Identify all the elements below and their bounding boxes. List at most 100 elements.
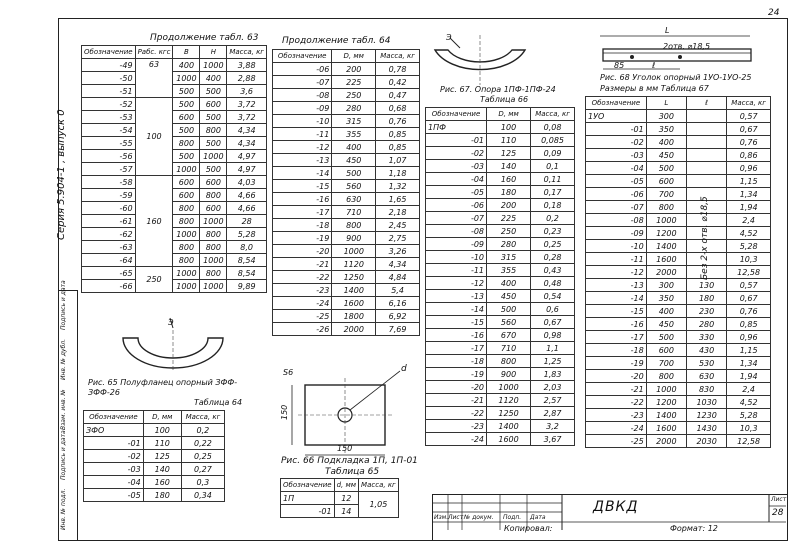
- plate-width-dim: 150: [337, 444, 353, 453]
- table-cell: 230: [685, 304, 728, 318]
- table-cell: 900: [486, 367, 532, 381]
- table-cell: -10: [424, 250, 488, 264]
- title-block: [432, 494, 788, 541]
- footer-doc: № докум.: [464, 514, 494, 521]
- table-cell: 0,57: [726, 278, 771, 292]
- fig66-caption: Рис. 66 Подкладка 1П, 1П-01: [281, 456, 418, 466]
- table-cell: -09: [585, 226, 647, 240]
- table-cell: -05: [585, 174, 647, 188]
- table-cell: 4,34: [375, 257, 420, 271]
- view-label-2: Э: [446, 33, 452, 42]
- table-cell: 0,96: [726, 161, 771, 175]
- table-cell: -11: [424, 263, 488, 277]
- table-cell: -09: [271, 101, 333, 115]
- footer-list: Лист: [448, 514, 464, 521]
- table-cell: 0,78: [375, 62, 420, 76]
- table-cell: 800: [331, 218, 377, 232]
- left-strip: [58, 290, 78, 541]
- table-cell: -02: [585, 135, 647, 149]
- table-cell: 180: [486, 185, 532, 199]
- table-cell: -15: [424, 315, 488, 329]
- table-cell: 0,85: [375, 127, 420, 141]
- table-cell: -18: [424, 354, 488, 368]
- table-cell: 670: [486, 328, 532, 342]
- table-cell: 0,67: [726, 291, 771, 305]
- sheet-label: Лист: [771, 496, 787, 503]
- table-cell: 1000: [486, 380, 532, 394]
- half-flange-drawing: [122, 317, 224, 370]
- t66-caption: Таблица 66: [480, 95, 529, 104]
- t64b-caption: Таблица 64: [194, 398, 243, 407]
- table-cell: 100: [486, 120, 532, 134]
- t65-caption: Таблица 65: [325, 467, 380, 477]
- table-cell: -16: [424, 328, 488, 342]
- table-cell: -24: [424, 432, 488, 446]
- table-cell: -17: [271, 205, 333, 219]
- table-cell: 0,1: [530, 159, 575, 173]
- table-cell: -08: [271, 88, 333, 102]
- table-cell: -03: [424, 159, 488, 173]
- table-cell: 0,48: [530, 276, 575, 290]
- table-cell: 1200: [645, 226, 687, 240]
- table-cell: 125: [486, 146, 532, 160]
- table-cell: 5,28: [726, 408, 771, 422]
- table-cell: 630: [331, 192, 377, 206]
- table-cell: 700: [645, 356, 687, 370]
- title-block-lines: [432, 494, 786, 530]
- table-cell: 560: [331, 179, 377, 193]
- table-cell: -10: [585, 239, 647, 253]
- table-cell: 1400: [486, 419, 532, 433]
- table-cell: -25: [271, 309, 333, 323]
- table-cell: 7,69: [375, 322, 420, 336]
- table-cell: 5,28: [726, 239, 771, 253]
- fig67-caption: Рис. 67. Опора 1ПФ-1ПФ-24: [440, 85, 556, 94]
- table-cell: 6,92: [375, 309, 420, 323]
- table-cell: 500: [486, 302, 532, 316]
- table-cell: 500: [645, 330, 687, 344]
- table-cell: 1,65: [375, 192, 420, 206]
- col-header: Обозначение: [424, 107, 488, 121]
- table-cell: -13: [585, 278, 647, 292]
- left-strip-label: Инв. № подл.: [60, 488, 67, 530]
- angle-hole-note: 2отв. ⌀18,5: [663, 42, 711, 51]
- table-cell: -04: [585, 161, 647, 175]
- table-cell: 0,09: [530, 146, 575, 160]
- col-header: Обозначение: [81, 45, 136, 59]
- table-cell: 0,28: [530, 250, 575, 264]
- table-cell: 1000: [331, 244, 377, 258]
- col-header: Рабс. кгс: [134, 45, 174, 59]
- table-cell: [685, 174, 728, 188]
- table-cell: -01: [585, 122, 647, 136]
- outer-frame: [58, 18, 788, 541]
- table-cell: 0,42: [375, 75, 420, 89]
- table-cell: -19: [271, 231, 333, 245]
- table-cell: 1400: [645, 239, 687, 253]
- table-cell: 1,25: [530, 354, 575, 368]
- table-cell: -21: [271, 257, 333, 271]
- table-cell: -10: [271, 114, 333, 128]
- table-cell: -17: [424, 341, 488, 355]
